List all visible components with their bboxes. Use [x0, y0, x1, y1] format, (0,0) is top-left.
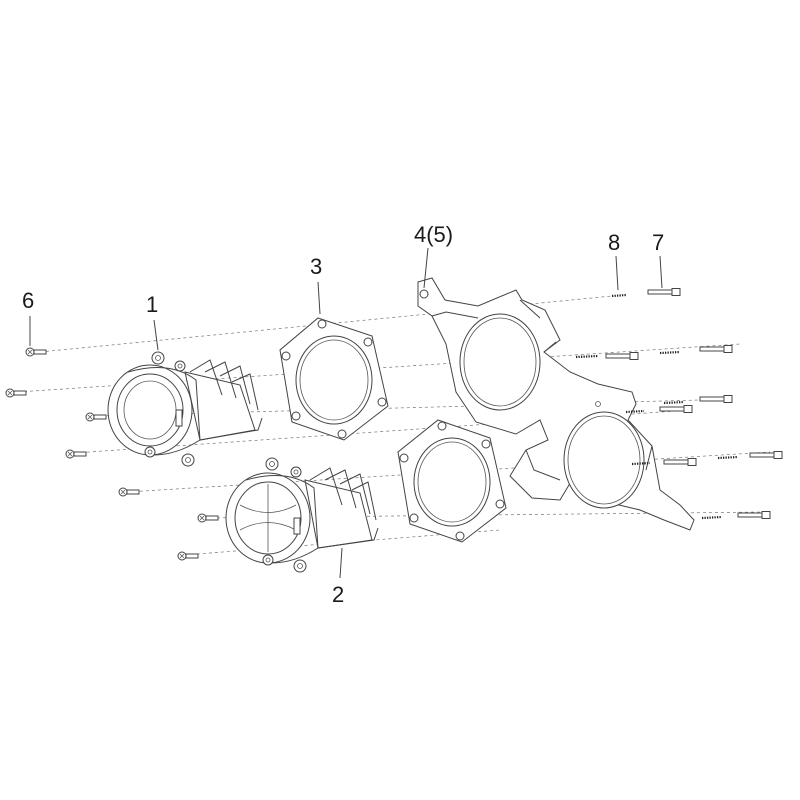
callout-7: 7	[652, 230, 664, 255]
spring-part-8	[575, 293, 739, 520]
lamp-part-1	[107, 351, 263, 467]
callout-1: 1	[146, 292, 158, 317]
lamp-part-2	[225, 457, 379, 573]
gasket-part-3-lower	[397, 419, 507, 543]
callout-3: 3	[310, 254, 322, 279]
leader-lines	[29, 247, 663, 579]
bracket-part-4	[417, 277, 695, 531]
bolt-part-7	[605, 288, 783, 519]
screw-part-6	[5, 347, 219, 561]
callout-8: 8	[608, 230, 620, 255]
callout-2: 2	[332, 582, 344, 607]
callout-labels: 6 1 3 4(5) 8 7 2	[22, 222, 664, 607]
gasket-part-3-upper	[279, 317, 389, 441]
callout-4-5: 4(5)	[414, 222, 453, 247]
callout-6: 6	[22, 288, 34, 313]
